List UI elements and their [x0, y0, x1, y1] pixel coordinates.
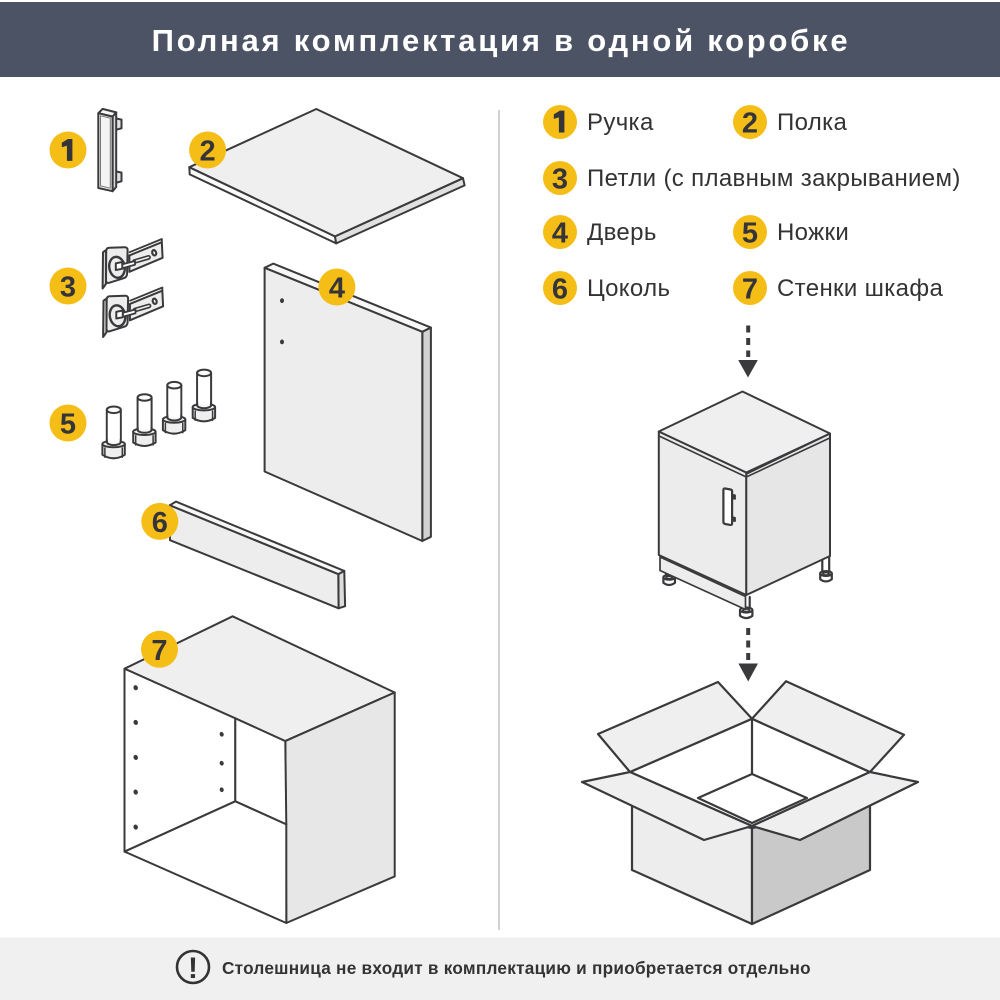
svg-text:7: 7: [742, 274, 758, 306]
svg-text:6: 6: [552, 274, 568, 306]
svg-text:Ручка: Ручка: [587, 109, 654, 136]
svg-text:!: !: [188, 952, 198, 985]
svg-text:4: 4: [552, 218, 568, 250]
svg-text:Столешница не входит в комплек: Столешница не входит в комплектацию и пр…: [222, 958, 811, 978]
svg-text:Дверь: Дверь: [587, 219, 657, 246]
svg-text:Петли (с плавным закрыванием): Петли (с плавным закрыванием): [587, 165, 961, 192]
svg-text:3: 3: [60, 272, 76, 304]
svg-text:4: 4: [329, 273, 345, 305]
svg-text:Цоколь: Цоколь: [587, 275, 670, 302]
svg-text:Полка: Полка: [777, 109, 848, 136]
svg-text:6: 6: [152, 507, 168, 539]
svg-text:3: 3: [552, 164, 568, 196]
svg-text:5: 5: [742, 218, 758, 250]
svg-text:7: 7: [151, 635, 167, 667]
svg-text:Стенки шкафа: Стенки шкафа: [777, 275, 943, 302]
svg-text:5: 5: [60, 409, 76, 441]
svg-text:2: 2: [200, 136, 216, 168]
svg-text:Ножки: Ножки: [777, 219, 849, 246]
svg-text:2: 2: [742, 108, 758, 140]
svg-text:Полная комплектация в одной ко: Полная комплектация в одной коробке: [152, 23, 851, 58]
